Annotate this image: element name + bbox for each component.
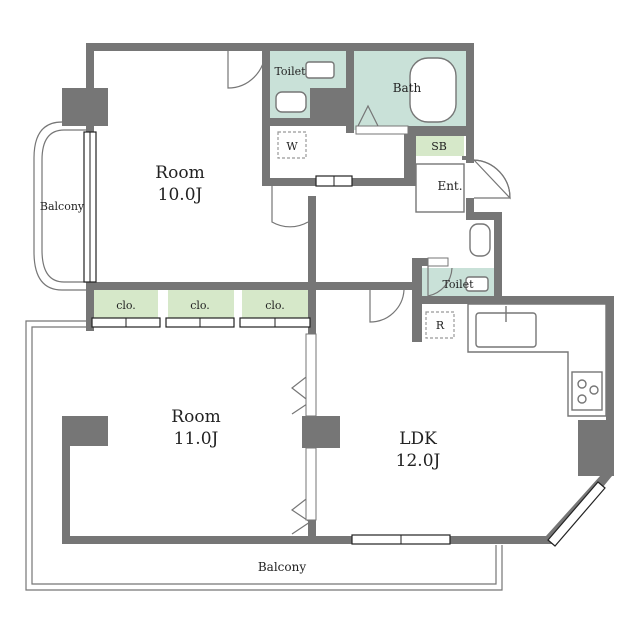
bathtub [409, 57, 457, 123]
closet-3 [242, 290, 308, 320]
toilet-upper-fixture [305, 61, 335, 79]
bath-label: Bath [393, 81, 422, 95]
fridge-label: R [436, 319, 445, 332]
fixtures [275, 57, 607, 417]
window-diagonal [547, 481, 606, 547]
washer-space [277, 131, 307, 159]
entrance-label: Ent. [437, 179, 462, 193]
entrance-floor [415, 163, 465, 213]
balcony-south-label: Balcony [258, 560, 306, 574]
door-toilet-lower [427, 266, 453, 297]
folding-door-2 [290, 495, 312, 535]
toilet-upper-label: Toilet [274, 65, 306, 78]
shoe-box-label: SB [431, 140, 447, 153]
column-nw [62, 88, 108, 126]
door-room-hall [271, 186, 309, 228]
duct [310, 88, 350, 126]
closets [94, 290, 308, 320]
hall-sink [469, 223, 491, 257]
burner-1 [577, 379, 587, 389]
door-north-room [227, 50, 266, 89]
washer-label: W [286, 140, 298, 153]
ldk-name: LDK [399, 429, 437, 449]
closet-1-label: clo. [116, 299, 136, 312]
door-ldk [369, 289, 405, 323]
toilet-lower-label: Toilet [442, 278, 474, 291]
room-south-name: Room [171, 407, 220, 427]
closet-2-label: clo. [190, 299, 210, 312]
balcony-outlines [25, 121, 503, 591]
toilet-lower-fixture [465, 276, 489, 292]
fridge-space [425, 311, 455, 339]
room-north-name: Room [155, 163, 204, 183]
closet-1 [94, 290, 158, 320]
door-bath [355, 104, 381, 131]
burner-2 [589, 385, 599, 395]
sink-upper [275, 91, 307, 113]
doors [227, 50, 511, 535]
closet-2 [168, 290, 234, 320]
room-south-size: 11.0J [174, 429, 219, 449]
balcony-west-label: Balcony [40, 200, 85, 213]
room-north-size: 10.0J [158, 185, 203, 205]
windows [83, 131, 606, 547]
folding-door-1 [291, 373, 312, 415]
shoe-box-area [414, 136, 464, 156]
burner-3 [577, 394, 587, 404]
ldk-size: 12.0J [396, 451, 441, 471]
closet-3-label: clo. [265, 299, 285, 312]
column-e [578, 420, 614, 476]
labels: Room 10.0J Room 11.0J LDK 12.0J Toilet B… [40, 65, 474, 574]
column-center [302, 416, 340, 448]
